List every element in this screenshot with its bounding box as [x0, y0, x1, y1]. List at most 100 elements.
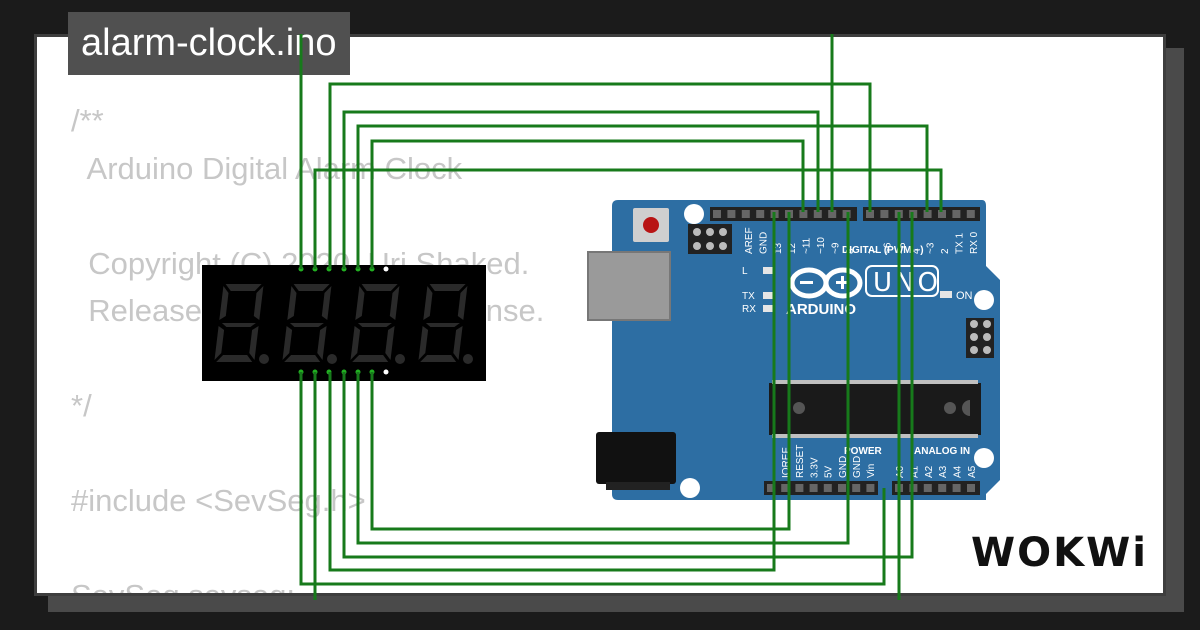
pin-label: IOREF	[781, 447, 792, 478]
status-led	[763, 267, 775, 274]
digit	[350, 284, 405, 364]
microcontroller-chip	[769, 380, 981, 438]
wire	[299, 372, 886, 586]
header-pin[interactable]	[852, 484, 861, 492]
on-label: ON	[956, 290, 973, 302]
header-pin[interactable]	[828, 210, 837, 218]
led-label: RX	[742, 304, 756, 315]
header-pin[interactable]	[799, 210, 808, 218]
header-pin[interactable]	[866, 484, 875, 492]
header-pin[interactable]	[813, 210, 822, 218]
seven-segment-display[interactable]	[202, 265, 486, 381]
pin-label: A3	[938, 465, 949, 478]
led-label: TX	[742, 291, 755, 302]
display-pin[interactable]	[383, 369, 389, 375]
pin-label: ~3	[926, 242, 937, 254]
pin-label: 12	[787, 242, 798, 254]
wire	[328, 212, 776, 572]
digit	[282, 284, 337, 364]
code-line: #include <SevSeg.h>	[71, 483, 366, 518]
wire	[342, 212, 914, 559]
pin-label: 3.3V	[809, 457, 820, 478]
pin-label: GND	[758, 232, 769, 254]
power-jack	[596, 432, 676, 484]
code-editor[interactable]: /** Arduino Digital Alarm Clock Copyrigh…	[71, 97, 544, 596]
pin-label: AREF	[744, 227, 755, 254]
wokwi-logo: WOKWi	[971, 530, 1148, 576]
status-led	[763, 292, 775, 299]
pin-label: ~6	[882, 242, 893, 254]
pin-label: A1	[909, 465, 920, 478]
file-tab[interactable]: alarm-clock.ino	[68, 12, 350, 75]
wire	[328, 82, 872, 269]
status-led	[763, 305, 775, 312]
wire	[342, 110, 820, 269]
pin-label: RESET	[795, 445, 806, 478]
icsp-header-top	[688, 224, 732, 254]
header-pin[interactable]	[866, 210, 874, 218]
pin-label: ~10	[816, 237, 827, 254]
header-pin[interactable]	[727, 210, 736, 218]
code-line: Arduino Digital Alarm Clock	[71, 150, 463, 186]
power-label: POWER	[844, 446, 883, 457]
analog-label: ANALOG IN	[914, 446, 970, 457]
header-pin[interactable]	[952, 210, 961, 218]
arduino-logo	[789, 267, 863, 299]
display-pin[interactable]	[383, 266, 389, 272]
header-pin[interactable]	[741, 210, 750, 218]
brand-label: ARDUINO	[786, 301, 856, 318]
header-pin[interactable]	[880, 210, 889, 218]
power-header[interactable]	[764, 481, 878, 495]
wire	[356, 124, 929, 269]
pin-label: A4	[953, 465, 964, 478]
digit	[214, 284, 269, 364]
pin-label: Vin	[866, 464, 877, 478]
header-pin[interactable]	[767, 484, 775, 492]
code-line: SevSeg sevseg;	[71, 578, 296, 596]
pin-label: ~5	[897, 242, 908, 254]
header-pin[interactable]	[952, 484, 961, 492]
pin-label: GND	[838, 456, 849, 478]
digital-header-right[interactable]	[863, 207, 980, 221]
pin-label: TX 1	[954, 232, 965, 254]
pin-label: 7	[868, 248, 879, 254]
header-pin[interactable]	[795, 484, 804, 492]
header-pin[interactable]	[966, 210, 975, 218]
header-pin[interactable]	[809, 484, 818, 492]
wire	[313, 168, 943, 269]
code-line: */	[71, 388, 92, 423]
header-pin[interactable]	[938, 210, 946, 218]
digital-label: DIGITAL (PWM ~)	[842, 245, 924, 256]
code-line: /**	[71, 103, 104, 138]
wire	[370, 212, 791, 531]
pin-label: 8	[845, 248, 856, 254]
pin-label: 5V	[824, 465, 835, 478]
pin-label: ~11	[802, 237, 813, 254]
pin-label: 2	[940, 248, 951, 254]
wire	[356, 212, 850, 545]
pin-label: 4	[911, 248, 922, 254]
led-label: L	[742, 266, 748, 277]
pin-label: GND	[852, 456, 863, 478]
header-pin[interactable]	[923, 484, 932, 492]
header-pin[interactable]	[938, 484, 947, 492]
analog-header[interactable]	[892, 481, 980, 495]
pin-label: 13	[773, 242, 784, 254]
header-pin[interactable]	[923, 210, 932, 218]
header-pin[interactable]	[823, 484, 832, 492]
pin-label: A2	[924, 465, 935, 478]
header-pin[interactable]	[838, 484, 846, 492]
header-pin[interactable]	[713, 210, 721, 218]
model-label: UNO	[873, 268, 941, 298]
header-pin[interactable]	[781, 484, 790, 492]
header-pin[interactable]	[756, 210, 765, 218]
pin-label: A5	[967, 465, 978, 478]
digit	[418, 284, 473, 364]
pin-label: ~9	[830, 242, 841, 254]
icsp-header-right	[966, 318, 994, 358]
usb-connector	[587, 251, 671, 321]
header-pin[interactable]	[967, 484, 975, 492]
